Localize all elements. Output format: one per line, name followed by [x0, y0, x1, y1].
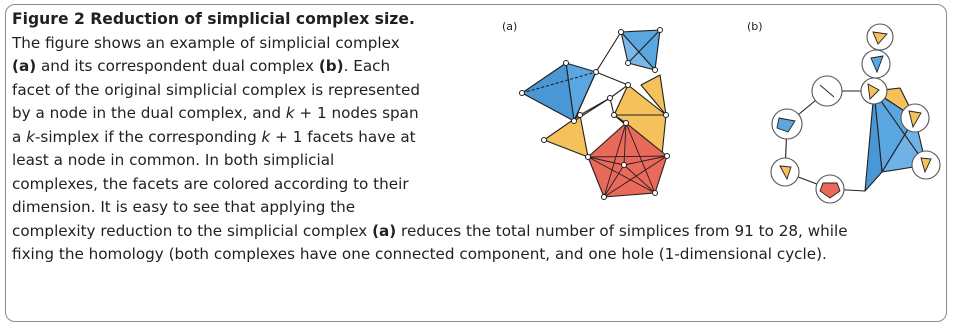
caption-line-9: dimension. It is easy to see that applyi… — [12, 198, 356, 216]
figure-title: Figure 2 Reduction of simplicial complex… — [12, 10, 415, 28]
caption-line-7: least a node in common. In both simplici… — [12, 151, 335, 169]
caption-line-6: a k-simplex if the corresponding k + 1 f… — [12, 127, 416, 146]
caption-line-1: Figure 2 Reduction of simplicial complex… — [12, 8, 848, 32]
panel-b-label: (b) — [747, 20, 763, 33]
caption-line-4: facet of the original simplicial complex… — [12, 80, 420, 99]
panel-a-label: (a) — [502, 20, 518, 33]
figure-caption: Figure 2 Reduction of simplicial complex… — [12, 8, 848, 267]
caption-line-11: fixing the homology (both complexes have… — [12, 245, 827, 263]
caption-line-5: by a node in the dual complex, and k + 1… — [12, 104, 419, 122]
caption-line-10: complexity reduction to the simplicial c… — [12, 221, 848, 240]
caption-line-2: The figure shows an example of simplicia… — [12, 33, 400, 52]
caption-line-3: (a) and its correspondent dual complex (… — [12, 57, 391, 75]
caption-line-8: complexes, the facets are colored accord… — [12, 174, 409, 193]
